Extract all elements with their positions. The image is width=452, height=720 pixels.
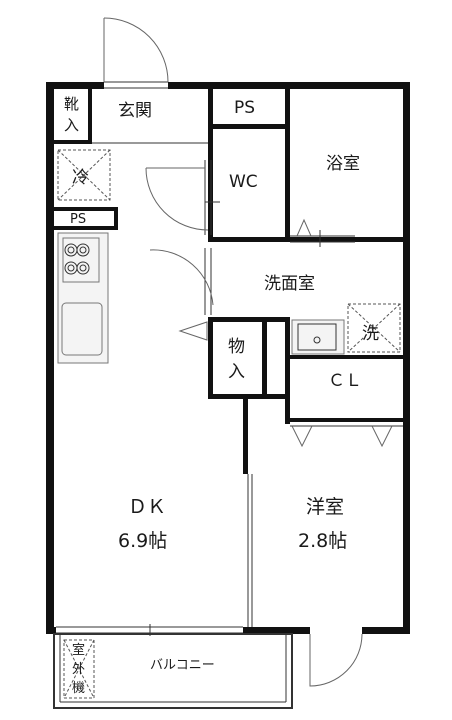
door-swings [145, 167, 393, 448]
closet-label: ＣＬ [328, 371, 362, 391]
shoe-box-label-bottom: 入 [64, 116, 79, 134]
washroom-label: 洗面室 [264, 274, 315, 294]
washer-label: 洗 [362, 324, 379, 344]
fridge-label: 冷 [72, 168, 89, 188]
balcony-label: バルコニー [150, 658, 215, 673]
storage-label-top: 物 [228, 337, 245, 357]
outdoor-unit-label-1: 室 [72, 642, 85, 658]
ps-top-label: PS [234, 98, 255, 118]
wc-label: WC [229, 172, 258, 192]
outer-walls [46, 82, 410, 634]
shoe-box-label-top: 靴 [64, 95, 79, 113]
dk-size-label: 6.9帖 [118, 530, 167, 552]
fridge-space [57, 149, 111, 201]
dk-name-label: ＤＫ [128, 496, 166, 518]
western-name-label: 洋室 [306, 496, 344, 518]
kitchen [57, 232, 109, 364]
western-size-label: 2.8帖 [298, 530, 347, 552]
sliding-doors [204, 160, 403, 627]
ps-left-label: PS [70, 212, 86, 227]
outdoor-unit-label-3: 機 [72, 681, 85, 696]
entrance-door [103, 17, 169, 91]
storage-label-bottom: 入 [228, 362, 245, 382]
entrance-label: 玄関 [118, 101, 152, 121]
balcony [53, 633, 293, 709]
bath-label: 浴室 [326, 154, 360, 174]
outdoor-unit-label-2: 外 [72, 662, 85, 677]
washroom-fixtures [291, 303, 401, 355]
